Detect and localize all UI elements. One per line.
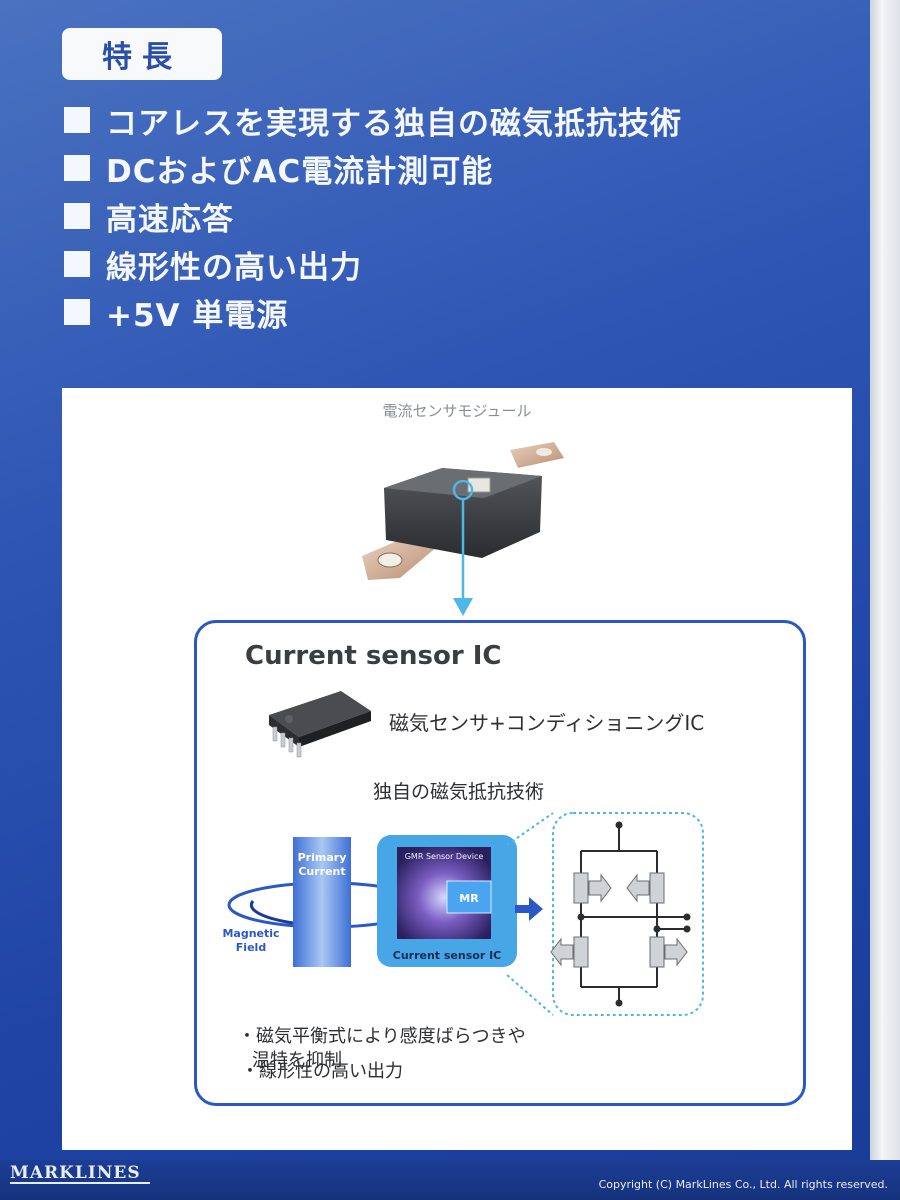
gmr-label: GMR Sensor Device: [405, 852, 484, 861]
technology-label: 独自の磁気抵抗技術: [373, 781, 545, 803]
primary-label-line2: Current: [298, 865, 345, 878]
feature-text: DCおよびAC電流計測可能: [106, 153, 494, 190]
arrow-right-icon: [515, 897, 543, 921]
feature-text: +5V 単電源: [106, 297, 289, 334]
current-sensor-ic-box: Current sensor IC 磁気センサ+コンディショニングIC 独自の磁…: [194, 620, 806, 1106]
marklines-logo: MARKLINES: [10, 1163, 141, 1183]
wall-edge: [870, 0, 900, 1200]
ic-title: Current sensor IC: [245, 641, 502, 671]
module-caption: 電流センサモジュール: [382, 402, 532, 420]
feature-item: 線形性の高い出力: [64, 240, 682, 288]
features-tag: 特長: [62, 28, 222, 80]
feature-item: DCおよびAC電流計測可能: [64, 144, 682, 192]
note-line: ・磁気平衡式により感度ばらつきや: [238, 1026, 526, 1047]
feature-text: コアレスを実現する独自の磁気抵抗技術: [106, 105, 682, 142]
ic-chip-image: [269, 691, 371, 758]
feature-item: コアレスを実現する独自の磁気抵抗技術: [64, 96, 682, 144]
square-bullet-icon: [64, 299, 90, 325]
square-bullet-icon: [64, 203, 90, 229]
arrow-down-icon: [452, 480, 474, 616]
feature-item: 高速応答: [64, 192, 682, 240]
product-panel: 電流センサモジュール Current sensor IC: [62, 388, 852, 1150]
square-bullet-icon: [64, 107, 90, 133]
gmr-diagram: Primary Current Magnetic Field GMR Senso…: [222, 812, 704, 1016]
field-label-line1: Magnetic: [222, 927, 279, 940]
mr-label: MR: [459, 892, 479, 905]
square-bullet-icon: [64, 251, 90, 277]
note-line: ・線形性の高い出力: [241, 1061, 403, 1082]
note-line: 温特を抑制: [252, 1050, 342, 1071]
ic-label: Current sensor IC: [393, 949, 502, 962]
primary-conductor: [293, 837, 351, 967]
chip-description: 磁気センサ+コンディショニングIC: [389, 711, 705, 735]
square-bullet-icon: [64, 155, 90, 181]
features-list: コアレスを実現する独自の磁気抵抗技術 DCおよびAC電流計測可能 高速応答 線形…: [64, 96, 682, 336]
field-label-line2: Field: [236, 941, 266, 954]
footer-band: [0, 1160, 900, 1200]
copyright-text: Copyright (C) MarkLines Co., Ltd. All ri…: [598, 1178, 888, 1191]
feature-item: +5V 単電源: [64, 288, 682, 336]
feature-text: 高速応答: [106, 201, 234, 238]
logo-underline: [10, 1182, 150, 1184]
feature-text: 線形性の高い出力: [106, 249, 362, 286]
primary-label-line1: Primary: [298, 851, 347, 864]
